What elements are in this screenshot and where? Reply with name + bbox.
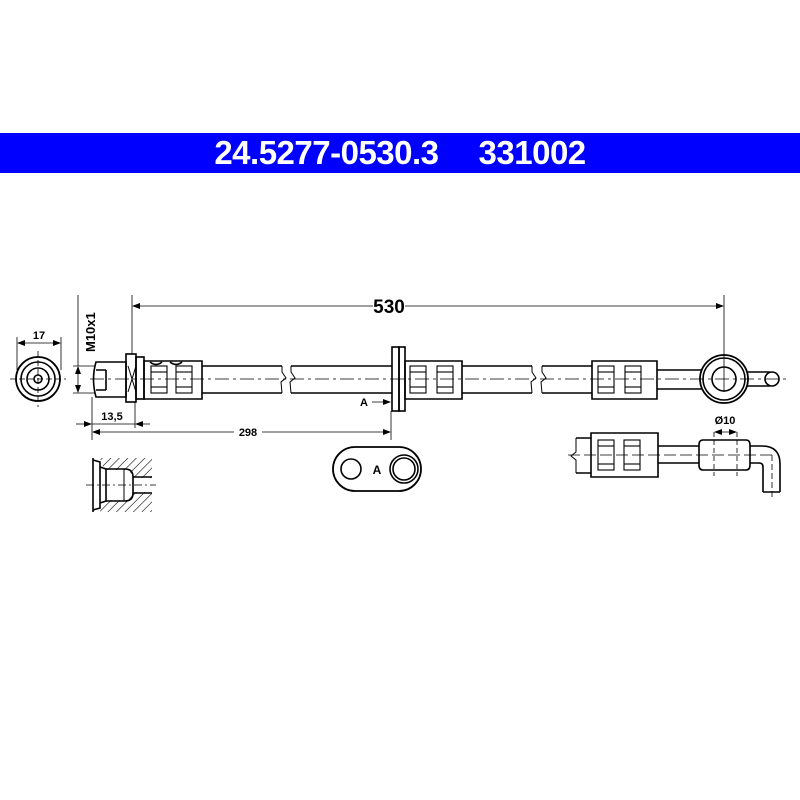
dimension-bracket-distance: 298 [239,427,257,439]
end-view-hex-fitting [10,337,66,407]
dimension-fitting-length: 13,5 [101,411,122,423]
part-number: 24.5277-0530.3 [214,134,439,171]
overall-length-dimension [131,295,725,392]
bracket-plate-detail-A [332,446,422,492]
reference-number: 331002 [478,134,587,171]
dimension-thread: M10x1 [83,312,98,352]
banjo-end-side-view [568,429,781,498]
main-side-view-hose [90,346,790,412]
fitting-and-bracket-dimensions [76,397,392,440]
section-marker-a: A [360,397,368,409]
title-banner: 24.5277-0530.3 331002 [0,133,800,173]
dimension-hex-width: 17 [33,330,45,342]
thread-dimension [73,295,95,394]
thread-port-section-detail [86,458,156,512]
dimension-overall-length: 530 [373,297,405,318]
dimension-eye-diameter: Ø10 [715,415,736,427]
bracket-detail-label: A [373,463,382,477]
